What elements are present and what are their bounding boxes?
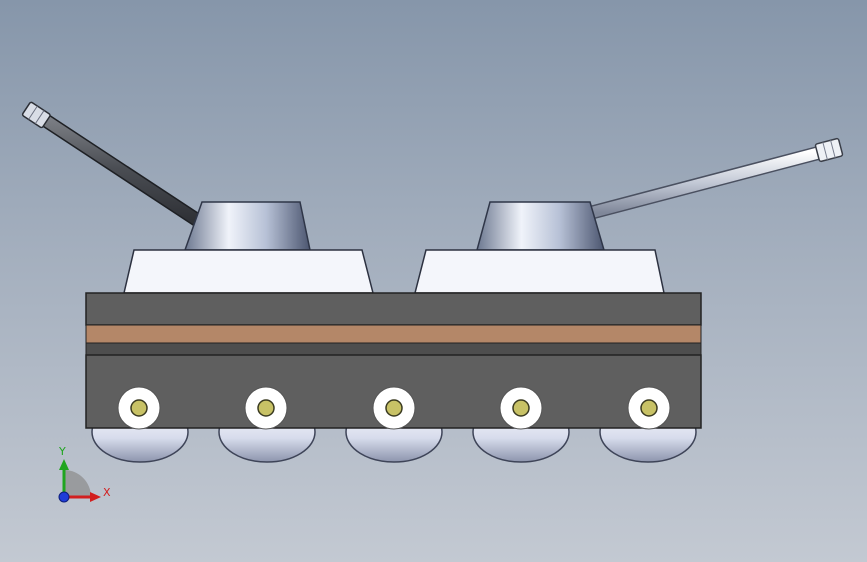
y-axis-arrowhead-icon bbox=[59, 459, 69, 470]
right-deck-plate[interactable] bbox=[414, 249, 665, 294]
left-gun-barrel[interactable] bbox=[21, 101, 204, 227]
right-gun-barrel[interactable] bbox=[583, 137, 844, 220]
left-barrel-muzzle bbox=[21, 101, 51, 129]
y-axis-label: Y bbox=[58, 445, 66, 458]
left-deck-plate[interactable] bbox=[123, 249, 374, 294]
wheel-hub[interactable] bbox=[244, 386, 288, 430]
z-axis-dot-icon bbox=[58, 491, 70, 503]
coordinate-triad[interactable]: Y X bbox=[58, 445, 111, 503]
hull-stripe bbox=[85, 324, 702, 344]
wheel-hub[interactable] bbox=[499, 386, 543, 430]
hull-upper-band bbox=[85, 292, 702, 326]
triad-plane-icon bbox=[64, 470, 91, 497]
right-turret[interactable] bbox=[476, 201, 605, 251]
left-turret[interactable] bbox=[183, 201, 311, 251]
wheel-hub[interactable] bbox=[117, 386, 161, 430]
wheel-hub[interactable] bbox=[627, 386, 671, 430]
hull-mid-band bbox=[85, 342, 702, 356]
x-axis-arrowhead-icon bbox=[90, 492, 101, 502]
right-barrel-muzzle bbox=[814, 137, 844, 163]
wheel-hubs bbox=[117, 386, 671, 430]
x-axis-label: X bbox=[103, 486, 111, 499]
wheel-hub[interactable] bbox=[372, 386, 416, 430]
